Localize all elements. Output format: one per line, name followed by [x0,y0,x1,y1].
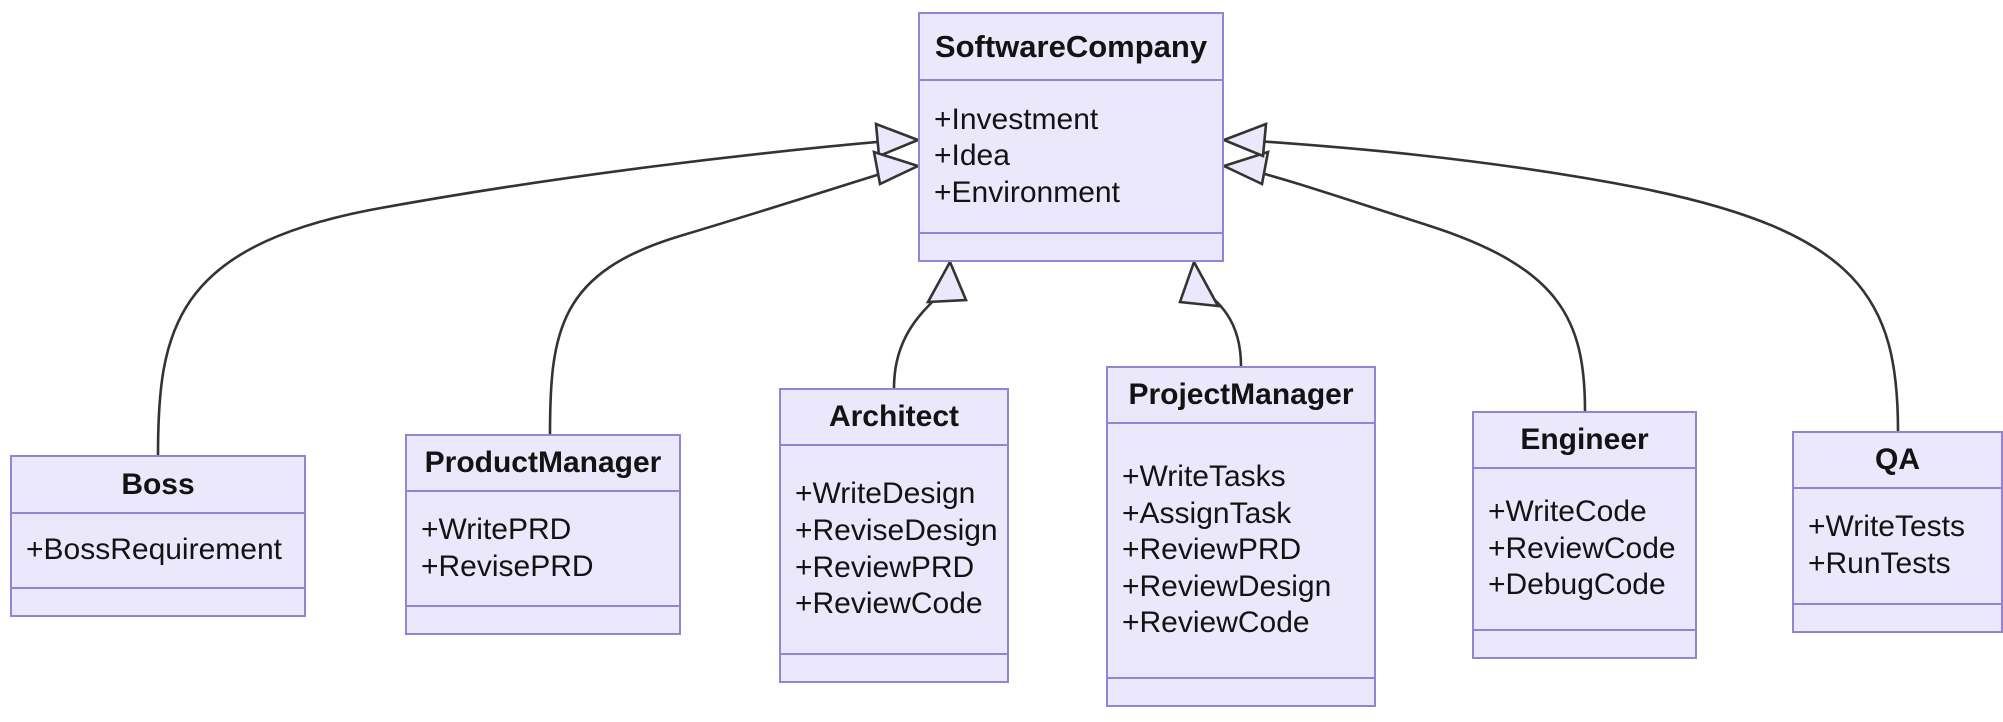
uml-methods-section [1794,605,2001,631]
uml-attribute: +RevisePRD [421,549,594,583]
uml-class-projectmanager[interactable]: ProjectManager+WriteTasks+AssignTask+Rev… [1106,366,1376,707]
uml-attributes-section: +WriteTests+RunTests [1794,489,2001,605]
uml-attribute: +WriteCode [1488,495,1647,529]
uml-attribute: +ReviewCode [1488,531,1676,565]
uml-attribute: +Environment [934,175,1120,209]
uml-class-productmanager[interactable]: ProductManager+WritePRD+RevisePRD [405,434,681,635]
uml-class-title: QA [1794,433,2001,489]
uml-class-title: Engineer [1474,413,1695,469]
uml-attributes-section: +WriteDesign+ReviseDesign+ReviewPRD+Revi… [781,446,1007,655]
uml-attribute: +WriteDesign [795,477,976,511]
uml-methods-section [12,589,304,615]
uml-methods-section [1474,631,1695,657]
uml-attribute: +BossRequirement [26,533,282,567]
uml-attribute: +ReviewPRD [1122,533,1302,567]
uml-class-qa[interactable]: QA+WriteTests+RunTests [1792,431,2003,633]
uml-class-title: ProjectManager [1108,368,1374,424]
uml-attributes-section: +Investment+Idea+Environment [920,81,1222,234]
uml-attribute: +DebugCode [1488,568,1666,602]
uml-attribute: +AssignTask [1122,496,1292,530]
uml-methods-section [920,234,1222,260]
uml-methods-section [407,607,679,633]
uml-class-title: ProductManager [407,436,679,492]
uml-attributes-section: +BossRequirement [12,514,304,589]
uml-class-architect[interactable]: Architect+WriteDesign+ReviseDesign+Revie… [779,388,1009,683]
uml-methods-section [1108,679,1374,705]
uml-attribute: +ReviewDesign [1122,569,1332,603]
uml-attributes-section: +WritePRD+RevisePRD [407,492,679,607]
uml-attributes-section: +WriteTasks+AssignTask+ReviewPRD+ReviewD… [1108,424,1374,679]
uml-attribute: +ReviewPRD [795,550,975,584]
uml-class-softwarecompany[interactable]: SoftwareCompany+Investment+Idea+Environm… [918,12,1224,262]
uml-attribute: +WriteTasks [1122,460,1286,494]
uml-class-title: Architect [781,390,1007,446]
edge-projectmanager-to-softwarecompany [1178,258,1243,367]
uml-class-title: SoftwareCompany [920,14,1222,81]
uml-attribute: +WriteTests [1808,510,1965,544]
uml-attribute: +ReviseDesign [795,513,998,547]
edge-architect-to-softwarecompany [892,259,968,389]
uml-class-boss[interactable]: Boss +BossRequirement [10,455,306,617]
uml-attribute: +RunTests [1808,547,1951,580]
uml-attributes-section: +WriteCode+ReviewCode+DebugCode [1474,469,1695,631]
uml-class-engineer[interactable]: Engineer+WriteCode+ReviewCode+DebugCode [1472,411,1697,659]
uml-attribute: +Idea [934,139,1010,173]
uml-methods-section [781,655,1007,681]
uml-attribute: +Investment [934,102,1099,136]
uml-class-title: Boss [12,457,304,514]
uml-attribute: +WritePRD [421,512,572,546]
uml-attribute: +ReviewCode [1122,606,1310,640]
uml-attribute: +ReviewCode [795,587,983,621]
